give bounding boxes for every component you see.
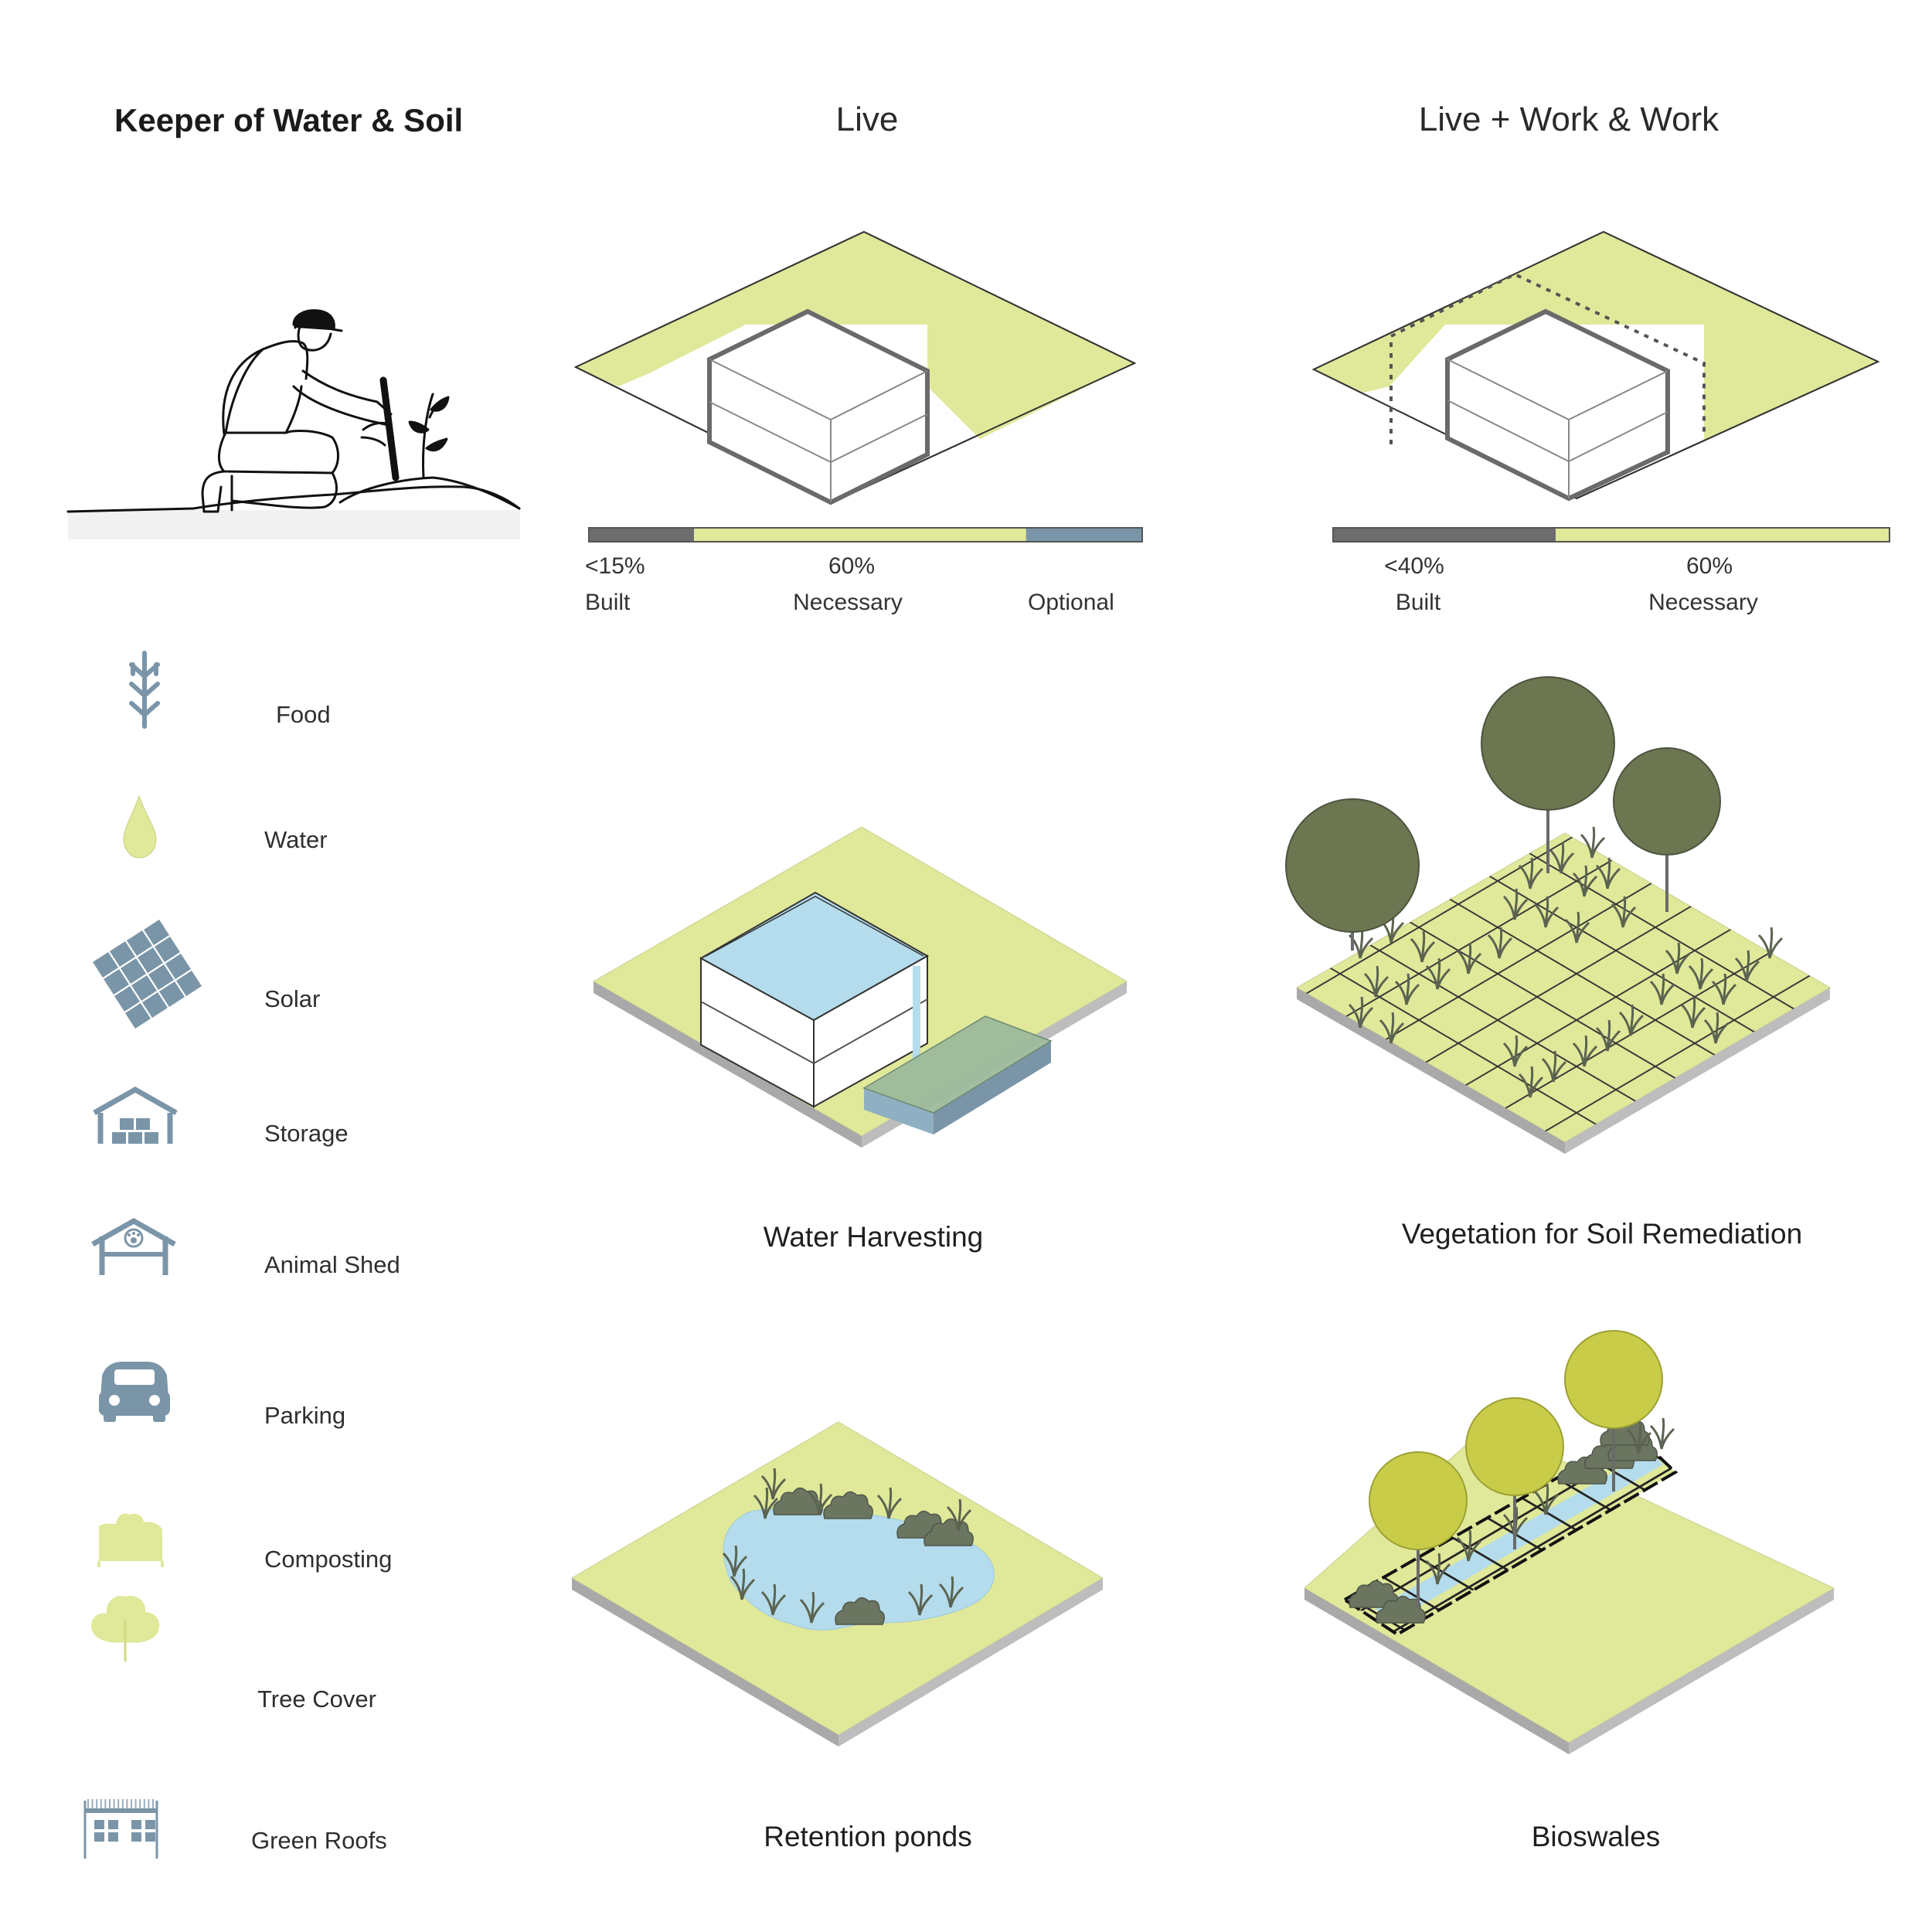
- legend-label-green-roofs: Green Roofs: [251, 1827, 387, 1854]
- wheat-icon: [129, 651, 160, 729]
- solar-cell: [176, 971, 202, 996]
- solar-cell: [121, 958, 146, 984]
- caption-vegetation: Vegetation for Soil Remediation: [1401, 1218, 1803, 1250]
- compost-icon: [97, 1513, 164, 1567]
- ratio-segment-optional: [1026, 528, 1142, 542]
- roof-window: [108, 1832, 118, 1842]
- live-necessary-label: Necessary: [793, 590, 903, 615]
- live-built-percent: <15%: [585, 553, 645, 579]
- ratio-segment-built: [589, 528, 695, 542]
- legend-label-composting: Composting: [264, 1546, 393, 1573]
- live-optional-label: Optional: [1028, 590, 1114, 615]
- animal-shed-icon: [91, 1217, 176, 1275]
- solar-cell: [110, 941, 135, 967]
- solar-cell: [127, 930, 152, 956]
- green-roof-icon: [83, 1799, 158, 1859]
- car-icon: [99, 1362, 170, 1422]
- page-title: Keeper of Water & Soil: [114, 102, 464, 138]
- retention-pond-illustration: [571, 1421, 1104, 1747]
- ratio-segment-necessary: [694, 528, 1026, 542]
- legend-label-parking: Parking: [264, 1402, 346, 1429]
- water-harvesting-illustration: [592, 826, 1128, 1148]
- live-work-built-label: Built: [1395, 590, 1441, 615]
- tree-icon: [91, 1595, 160, 1662]
- live-ratio-bar: [588, 527, 1143, 543]
- legend-label-food: Food: [276, 701, 331, 728]
- live-work-necessary-label: Necessary: [1648, 590, 1758, 615]
- roof-window: [94, 1820, 104, 1829]
- live-work-necessary-percent: 60%: [1685, 553, 1733, 579]
- storage-shed-icon: [93, 1086, 178, 1144]
- solar-panel-icon: [93, 920, 202, 1029]
- legend-label-tree-cover: Tree Cover: [257, 1685, 376, 1713]
- live-built-label: Built: [585, 590, 631, 615]
- legend-label-water: Water: [264, 826, 328, 853]
- roof-window: [108, 1820, 118, 1829]
- solar-cell: [114, 986, 140, 1012]
- roof-window: [131, 1820, 141, 1829]
- solar-cell: [104, 969, 129, 995]
- ratio-bar-frame: [1332, 527, 1890, 543]
- live-site-plan: [573, 230, 1137, 505]
- solar-cell: [138, 947, 163, 973]
- caption-bioswales: Bioswales: [1531, 1821, 1661, 1852]
- solar-cell: [142, 992, 168, 1018]
- solar-cell: [131, 975, 157, 1001]
- column-title-live-work: Live + Work & Work: [1418, 100, 1719, 138]
- solar-cell: [125, 1003, 151, 1029]
- roof-window: [94, 1832, 104, 1842]
- live-work-built-percent: <40%: [1384, 553, 1444, 579]
- solar-cell: [165, 954, 191, 979]
- legend-label-solar: Solar: [264, 985, 321, 1012]
- roof-window: [145, 1820, 155, 1829]
- roof-window: [131, 1832, 141, 1842]
- caption-retention-ponds: Retention ponds: [764, 1821, 972, 1852]
- solar-cell: [159, 981, 185, 1007]
- vegetation-illustration: [1285, 676, 1831, 1154]
- roof-window: [145, 1832, 155, 1842]
- caption-water-harvesting: Water Harvesting: [763, 1221, 984, 1253]
- live-work-ratio-bar: [1332, 527, 1890, 543]
- ratio-bar-frame: [588, 527, 1143, 543]
- bioswale-illustration: [1304, 1330, 1835, 1754]
- solar-cell: [93, 952, 118, 978]
- legend-label-storage: Storage: [264, 1120, 349, 1147]
- live-work-site-plan: [1311, 230, 1880, 502]
- legend-label-animal-shed: Animal Shed: [264, 1251, 400, 1278]
- water-drop-icon: [123, 794, 157, 859]
- ratio-segment-built: [1333, 528, 1556, 542]
- roof-slab: [85, 1808, 157, 1813]
- solar-cell: [155, 937, 180, 962]
- ratio-segment-necessary: [1556, 528, 1889, 542]
- column-title-live: Live: [835, 100, 899, 138]
- gardener-illustration: [66, 309, 521, 539]
- solar-cell: [148, 964, 174, 990]
- live-necessary-percent: 60%: [828, 553, 876, 579]
- swale-grass: [1649, 1417, 1675, 1451]
- solar-cell: [144, 920, 169, 945]
